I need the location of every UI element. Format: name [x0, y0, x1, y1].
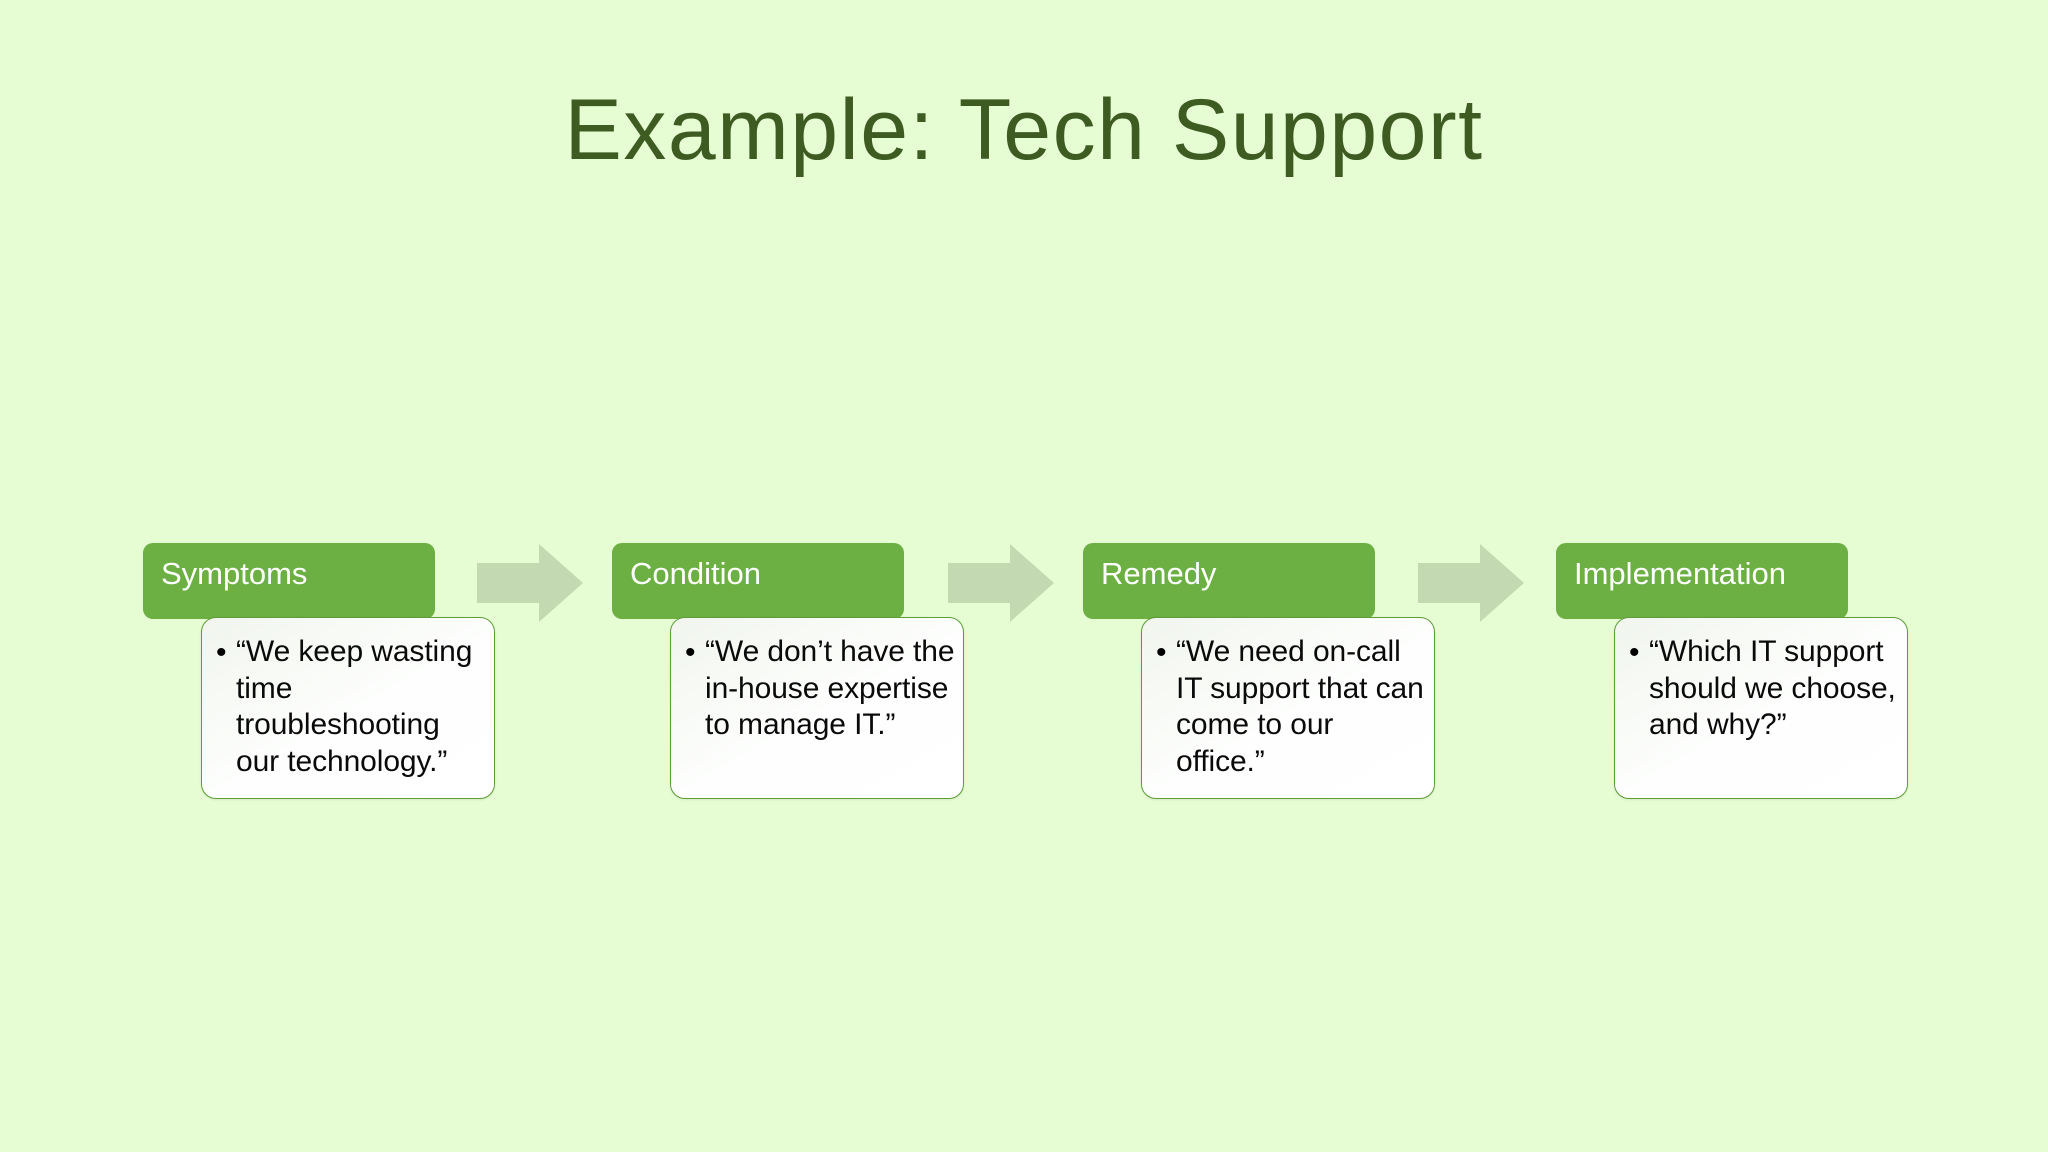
- bullet-icon: •: [216, 636, 227, 669]
- stage-header-implementation[interactable]: Implementation: [1556, 543, 1848, 619]
- stage-quote-remedy: “We need on-call IT support that can com…: [1176, 635, 1424, 778]
- bullet-icon: •: [1156, 636, 1167, 669]
- stage-card-symptoms[interactable]: • “We keep wasting time troubleshooting …: [201, 617, 495, 799]
- stage-label-implementation: Implementation: [1574, 556, 1786, 591]
- list-item: • “We keep wasting time troubleshooting …: [216, 634, 486, 780]
- stage-header-symptoms[interactable]: Symptoms: [143, 543, 435, 619]
- arrow-condition-to-remedy: [948, 544, 1054, 622]
- stage-card-remedy[interactable]: • “We need on-call IT support that can c…: [1141, 617, 1435, 799]
- page-title: Example: Tech Support: [564, 82, 1484, 178]
- stage-quote-condition: “We don’t have the in-house expertise to…: [705, 635, 955, 741]
- arrow-symptoms-to-condition: [477, 544, 583, 622]
- list-item: • “We need on-call IT support that can c…: [1156, 634, 1426, 780]
- bullet-icon: •: [1629, 636, 1640, 669]
- stage-label-symptoms: Symptoms: [161, 556, 308, 591]
- stage-label-condition: Condition: [630, 556, 761, 591]
- stage-quote-implementation: “Which IT support should we choose, and …: [1649, 635, 1896, 741]
- list-item: • “We don’t have the in-house expertise …: [685, 634, 955, 744]
- bullet-icon: •: [685, 636, 696, 669]
- stage-header-condition[interactable]: Condition: [612, 543, 904, 619]
- list-item: • “Which IT support should we choose, an…: [1629, 634, 1899, 744]
- stage-header-remedy[interactable]: Remedy: [1083, 543, 1375, 619]
- arrow-remedy-to-implementation: [1418, 544, 1524, 622]
- stage-card-implementation[interactable]: • “Which IT support should we choose, an…: [1614, 617, 1908, 799]
- stage-label-remedy: Remedy: [1101, 556, 1217, 591]
- stage-card-condition[interactable]: • “We don’t have the in-house expertise …: [670, 617, 964, 799]
- stage-quote-symptoms: “We keep wasting time troubleshooting ou…: [236, 635, 473, 778]
